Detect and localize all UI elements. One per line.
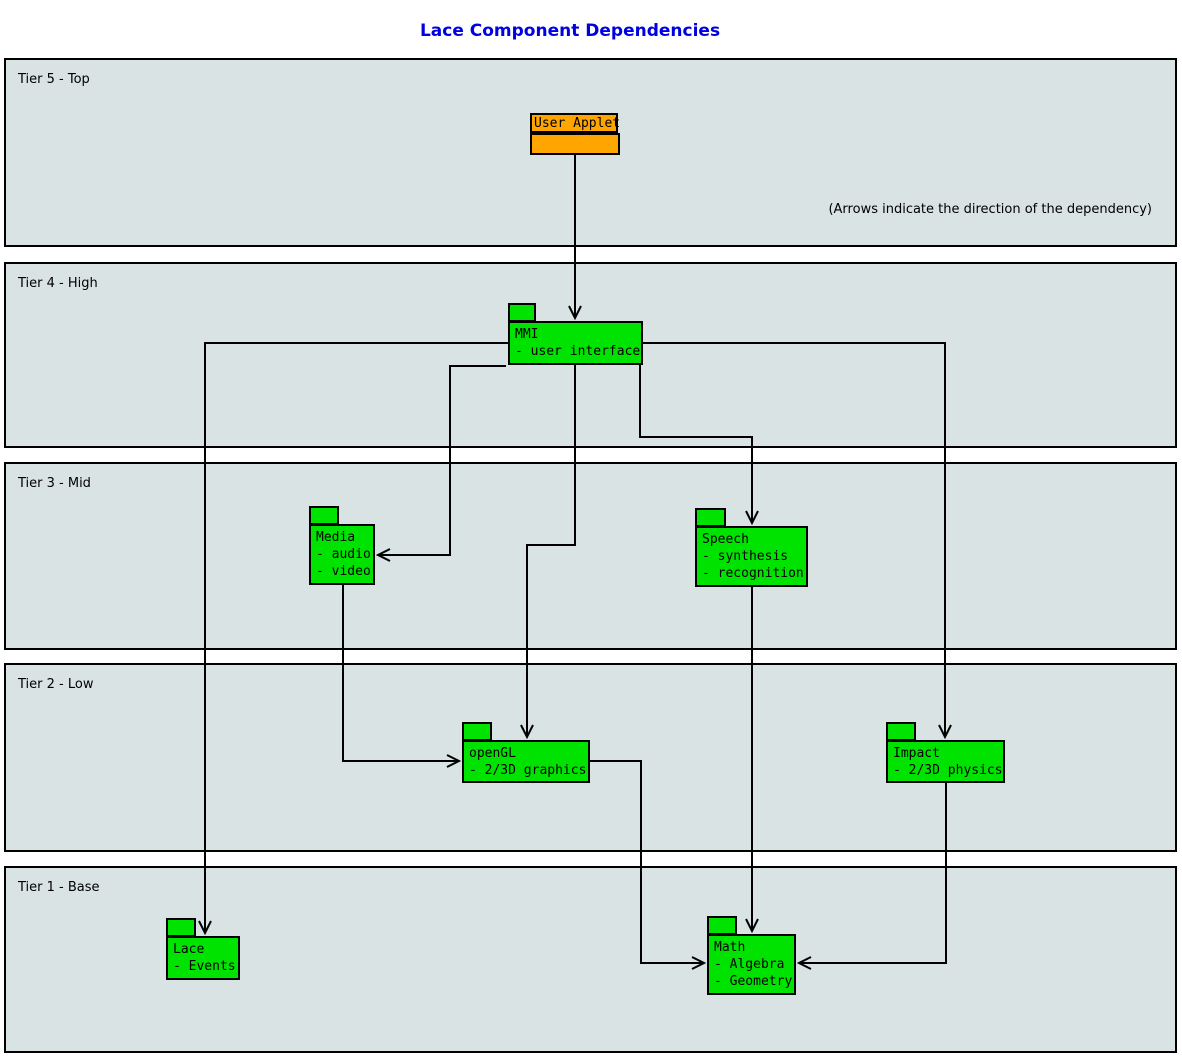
- package-lace-text: Lace: [173, 942, 205, 957]
- package-lace-tab[interactable]: [166, 918, 196, 937]
- package-math-text: - Geometry: [714, 974, 793, 989]
- package-lace-text: - Events: [173, 959, 236, 974]
- package-math-text: Math: [714, 940, 746, 955]
- package-mmi-tab[interactable]: [508, 303, 536, 322]
- package-speech-text: - synthesis: [702, 549, 789, 564]
- package-mmi-text: MMI: [515, 327, 539, 342]
- package-user-applet-body[interactable]: [530, 133, 620, 155]
- package-speech-text: - recognition: [702, 566, 804, 581]
- package-math-body[interactable]: Math - Algebra - Geometry: [707, 934, 796, 995]
- dependency-note: (Arrows indicate the direction of the de…: [828, 202, 1152, 217]
- package-user-applet-text: User Applet: [534, 116, 621, 131]
- tier-3-label: Tier 3 - Mid: [18, 476, 91, 491]
- tier-4-label: Tier 4 - High: [18, 276, 98, 291]
- tier-3-band: Tier 3 - Mid: [4, 462, 1177, 650]
- package-speech-tab[interactable]: [695, 508, 726, 527]
- package-opengl-text: openGL: [469, 746, 516, 761]
- package-speech-text: Speech: [702, 532, 749, 547]
- package-impact-tab[interactable]: [886, 722, 916, 741]
- package-lace-body[interactable]: Lace - Events: [166, 936, 240, 980]
- package-mmi-body[interactable]: MMI - user interface: [508, 321, 643, 365]
- package-speech-body[interactable]: Speech - synthesis - recognition: [695, 526, 808, 587]
- diagram-title: Lace Component Dependencies: [419, 21, 721, 41]
- package-mmi-text: - user interface: [515, 344, 641, 359]
- package-impact-body[interactable]: Impact - 2/3D physics: [886, 740, 1005, 783]
- tier-1-label: Tier 1 - Base: [18, 880, 100, 895]
- package-media-text: - video: [316, 564, 371, 579]
- package-opengl-body[interactable]: openGL - 2/3D graphics: [462, 740, 590, 783]
- package-media-text: - audio: [316, 547, 371, 562]
- package-media-tab[interactable]: [309, 506, 339, 525]
- package-math-tab[interactable]: [707, 916, 737, 935]
- package-impact-text: - 2/3D physics: [893, 763, 1003, 778]
- package-math-text: - Algebra: [714, 957, 785, 972]
- package-user-applet-tab[interactable]: User Applet: [530, 113, 621, 133]
- package-opengl-tab[interactable]: [462, 722, 492, 741]
- package-opengl-text: - 2/3D graphics: [469, 763, 587, 778]
- tier-5-label: Tier 5 - Top: [18, 72, 90, 87]
- tier-2-label: Tier 2 - Low: [18, 677, 94, 692]
- package-media-text: Media: [316, 530, 356, 545]
- package-impact-text: Impact: [893, 746, 940, 761]
- package-media-body[interactable]: Media - audio - video: [309, 524, 375, 585]
